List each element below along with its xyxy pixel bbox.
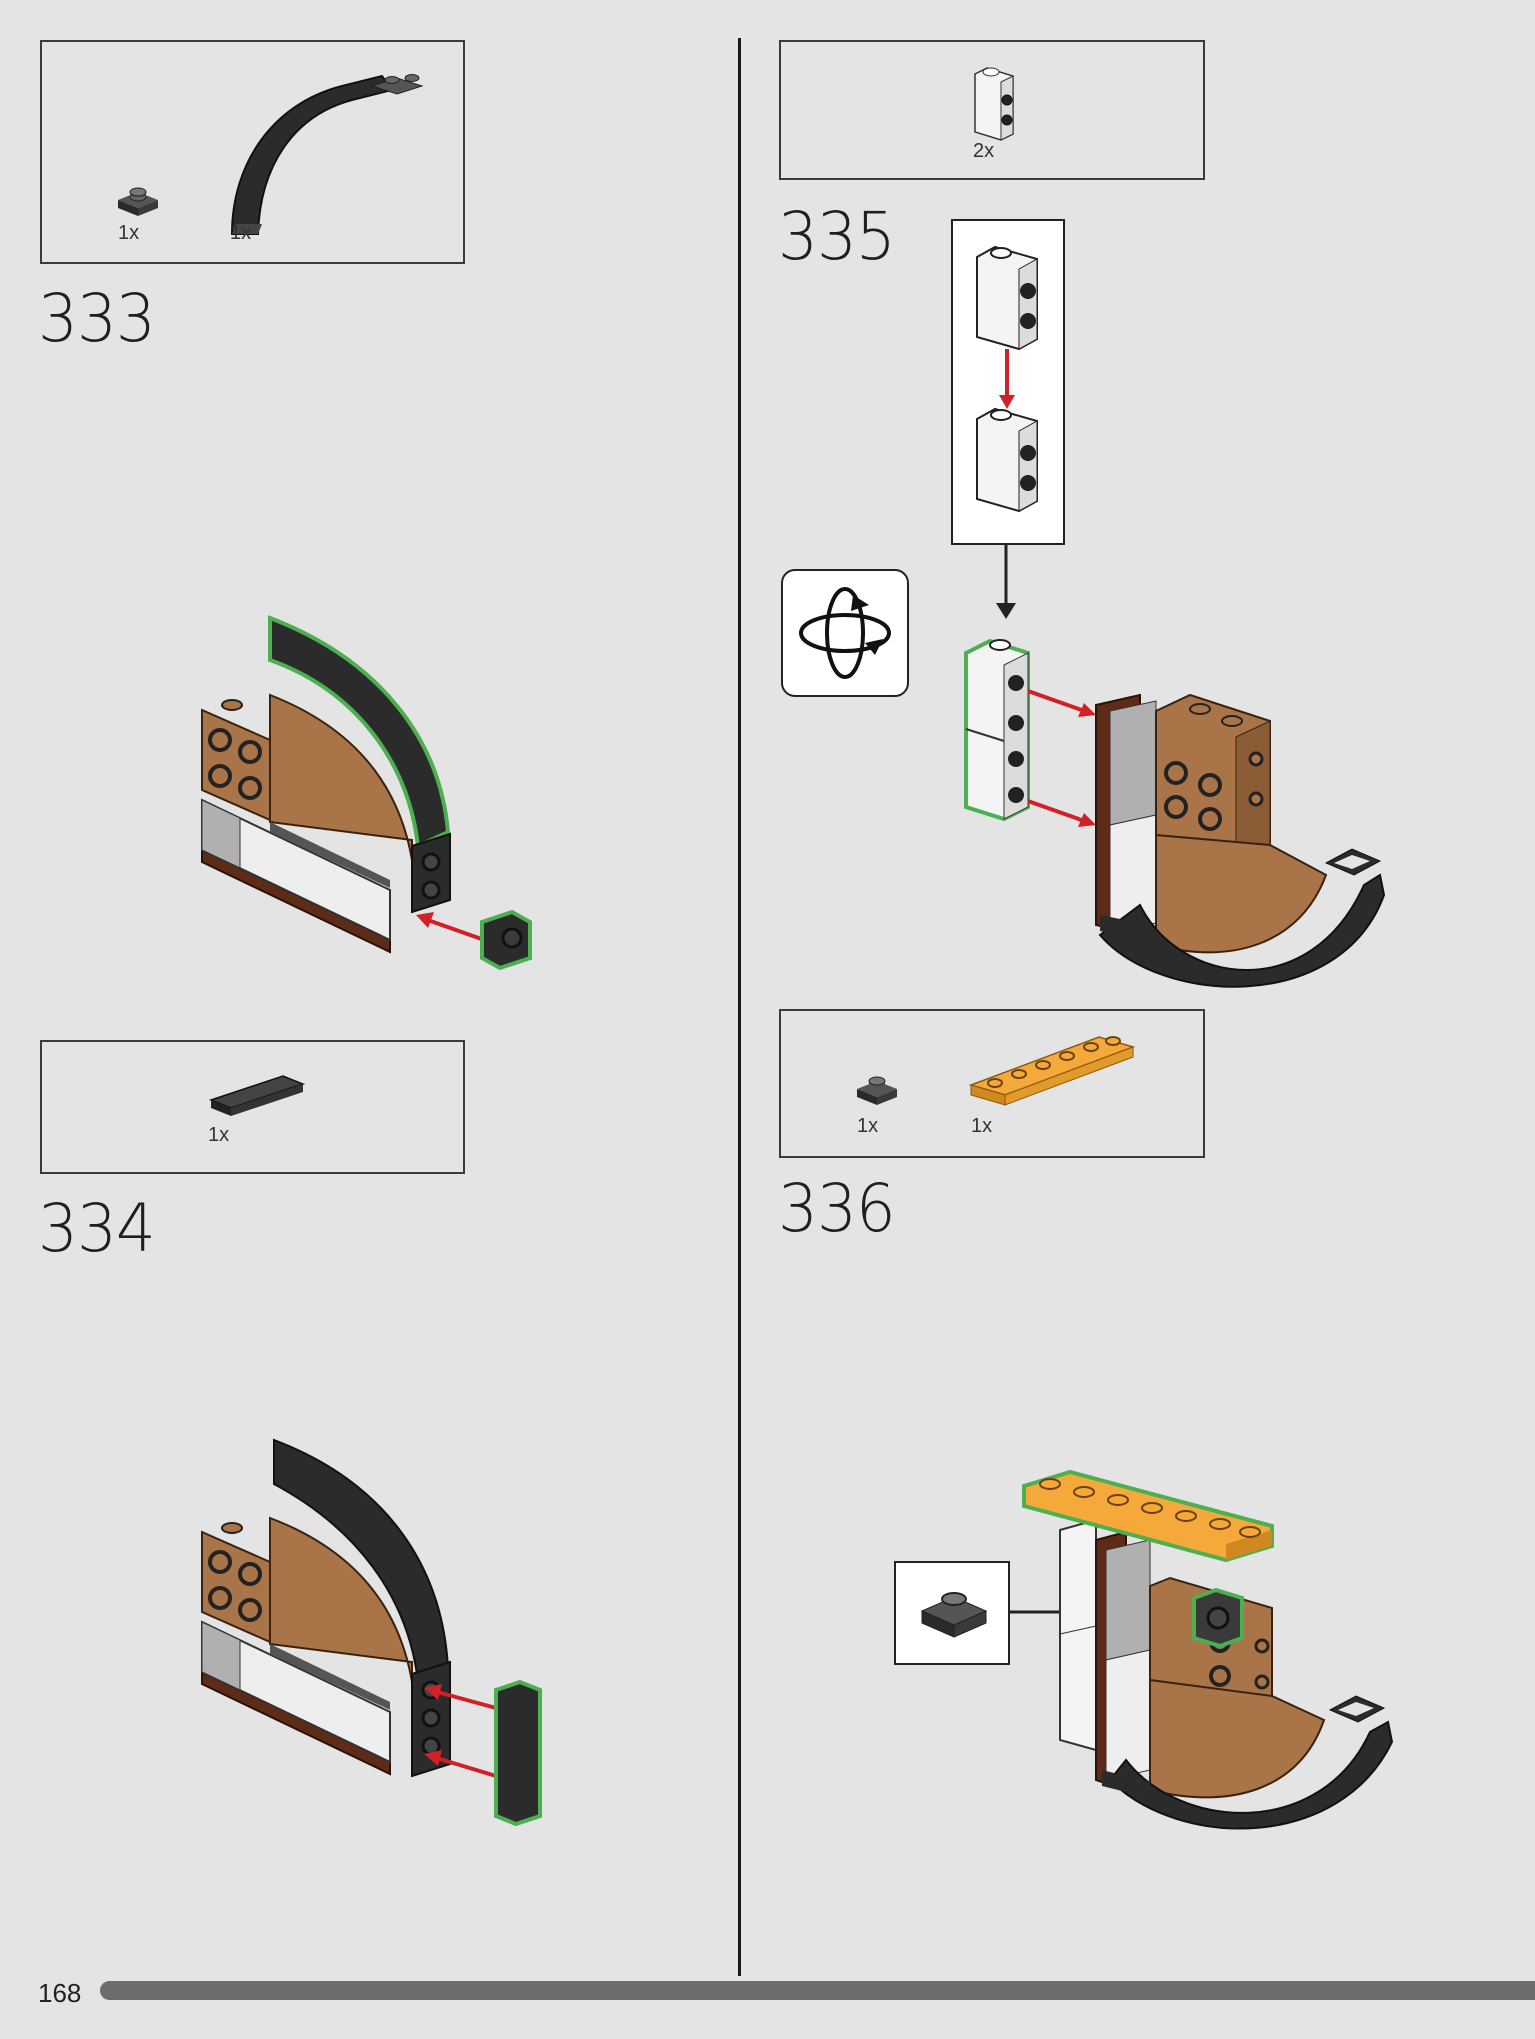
parts-box-step-336: 1x 1x: [779, 1009, 1205, 1158]
part-count: 2x: [973, 140, 995, 162]
parts-box-step-334: 1x: [40, 1040, 465, 1174]
step-number: 336: [778, 1170, 896, 1247]
progress-bar: [100, 1981, 1535, 2000]
rotate-arrows-icon: [799, 587, 891, 679]
dark-plate-1x1-icon: [118, 187, 158, 216]
plate-callout: [894, 1561, 1010, 1665]
dark-plate-1x1-icon: [920, 1592, 988, 1638]
white-brick-studs-side-icon: [976, 245, 1038, 513]
part-count: 1x: [118, 222, 140, 244]
build-illustration-step-335: [964, 545, 1386, 988]
step-number: 333: [38, 280, 156, 357]
column-divider: [738, 38, 741, 1976]
progress-bar-fill: [100, 1981, 1535, 2000]
black-arch-curve-icon: [230, 74, 424, 235]
part-count: 1x: [857, 1115, 879, 1137]
part-count: 1x: [208, 1124, 230, 1146]
rotate-model-icon: [781, 569, 909, 697]
step-number: 334: [38, 1190, 156, 1267]
page-number: 168: [38, 1978, 82, 2008]
build-illustration-step-333: [201, 615, 532, 971]
parts-box-step-335: 2x: [779, 40, 1205, 180]
white-brick-studs-side-icon: [974, 67, 1014, 141]
build-illustration-step-336: [1010, 1469, 1394, 1830]
sub-assembly-callout: [951, 219, 1065, 545]
dark-plate-1x1-icon: [857, 1076, 897, 1105]
orange-plate-1x6-icon: [968, 1036, 1136, 1106]
build-illustration-step-334: [201, 1438, 542, 1827]
parts-box-step-333: 1x 1x: [40, 40, 465, 264]
part-count: 1x: [971, 1115, 993, 1137]
black-tile-1x4-icon: [208, 1075, 306, 1116]
part-count: 1x: [230, 222, 252, 244]
step-number: 335: [778, 198, 896, 275]
